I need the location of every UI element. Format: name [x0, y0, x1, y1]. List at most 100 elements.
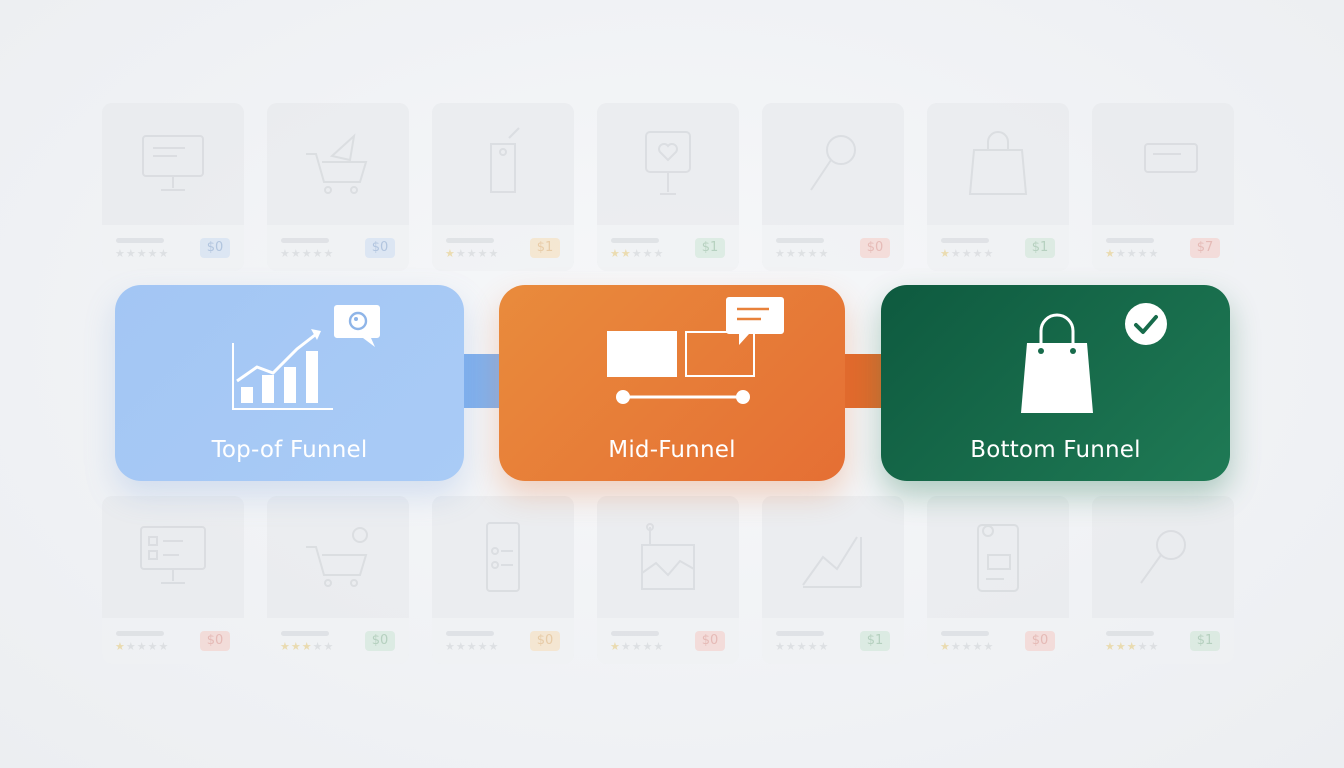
product-card: ★★★★★$0 — [267, 496, 409, 664]
dashboard-icon — [140, 526, 206, 584]
star-icon: ★ — [631, 640, 643, 653]
star-icon: ★ — [1105, 640, 1116, 653]
star-icon: ★ — [807, 640, 819, 653]
price-badge: $1 — [530, 238, 560, 258]
star-icon: ★ — [280, 640, 291, 653]
growth-chart-icon — [232, 329, 333, 410]
title-placeholder — [116, 238, 164, 243]
title-placeholder — [611, 631, 659, 636]
star-icon: ★ — [610, 640, 621, 653]
star-icon: ★ — [466, 640, 478, 653]
star-icon: ★ — [290, 247, 302, 260]
star-icon: ★ — [983, 247, 995, 260]
title-placeholder — [941, 238, 989, 243]
product-meta: ★★★★★$0 — [597, 618, 739, 664]
star-icon: ★ — [312, 640, 324, 653]
product-card: ★★★★★$7 — [1092, 103, 1234, 271]
product-thumbnail — [102, 103, 244, 225]
product-meta: ★★★★★ $1 — [762, 618, 904, 664]
stage-label: Top-of Funnel — [211, 437, 368, 463]
title-placeholder — [1106, 631, 1154, 636]
title-placeholder — [446, 631, 494, 636]
star-icon: ★ — [1148, 247, 1160, 260]
star-icon: ★ — [445, 247, 456, 260]
heart-sign-icon — [645, 131, 691, 195]
price-badge: $1 — [695, 238, 725, 258]
star-icon: ★ — [115, 247, 126, 260]
price-badge: $0 — [1025, 631, 1055, 651]
rating-stars: ★★★★★ — [775, 640, 829, 653]
star-icon: ★ — [785, 247, 797, 260]
line-trend-icon — [802, 536, 862, 588]
magnifier-icon — [810, 135, 856, 191]
rating-stars: ★★★★★ — [280, 247, 334, 260]
star-icon: ★ — [950, 640, 962, 653]
product-thumbnail — [432, 496, 574, 618]
title-placeholder — [446, 238, 494, 243]
eye-chat-bubble-icon — [334, 305, 380, 347]
star-icon: ★ — [1115, 247, 1127, 260]
star-icon: ★ — [983, 640, 995, 653]
rating-stars: ★★★★★ — [1105, 640, 1159, 653]
star-icon: ★ — [620, 247, 632, 260]
star-icon: ★ — [466, 247, 478, 260]
chart-area-icon — [641, 523, 695, 590]
product-card: ★★★★★$0 — [432, 496, 574, 664]
star-icon: ★ — [1126, 247, 1138, 260]
product-thumbnail — [762, 103, 904, 225]
price-badge: $1 — [860, 631, 890, 651]
star-icon: ★ — [1126, 640, 1138, 653]
product-thumbnail — [267, 496, 409, 618]
star-icon: ★ — [290, 640, 302, 653]
star-icon: ★ — [158, 247, 170, 260]
star-icon: ★ — [620, 640, 632, 653]
chat-window-icon — [1144, 143, 1198, 173]
star-icon: ★ — [115, 640, 126, 653]
star-icon: ★ — [950, 247, 962, 260]
product-card: ★★★★★$0 — [762, 103, 904, 271]
star-icon: ★ — [158, 640, 170, 653]
tag-icon — [490, 127, 520, 193]
star-icon: ★ — [136, 640, 148, 653]
price-badge: $1 — [1025, 238, 1055, 258]
star-icon: ★ — [136, 247, 148, 260]
star-icon: ★ — [796, 247, 808, 260]
star-icon: ★ — [796, 640, 808, 653]
product-meta: ★★★★★$0 — [432, 618, 574, 664]
star-icon: ★ — [972, 247, 984, 260]
product-meta: ★★★★★$0 — [927, 618, 1069, 664]
star-icon: ★ — [972, 640, 984, 653]
star-icon: ★ — [301, 640, 313, 653]
product-card: ★★★★★ $1 — [762, 496, 904, 664]
product-meta: ★★★★★$7 — [1092, 225, 1234, 271]
background-card-row-2: ★★★★★$0★★★★★$0★★★★★$0★★★★★$0★★★★★$1★★★★★… — [102, 496, 1234, 664]
stage-mid-funnel: Mid-Funnel — [499, 285, 845, 481]
stage-label: Mid-Funnel — [608, 437, 736, 463]
star-icon: ★ — [477, 247, 489, 260]
star-icon: ★ — [940, 640, 951, 653]
price-badge: $0 — [200, 631, 230, 651]
product-meta: ★★★★★$0 — [267, 618, 409, 664]
product-card: ★★★★★$1 — [432, 103, 574, 271]
product-card: ★★★★★$0 — [102, 496, 244, 664]
title-placeholder — [776, 631, 824, 636]
star-icon: ★ — [775, 640, 786, 653]
star-icon: ★ — [1148, 640, 1160, 653]
star-icon: ★ — [125, 640, 137, 653]
product-card: ★★★★★$1 — [1092, 496, 1234, 664]
rating-stars: ★★★★★ — [280, 640, 334, 653]
star-icon: ★ — [818, 640, 830, 653]
price-badge: $0 — [200, 238, 230, 258]
star-icon: ★ — [147, 640, 159, 653]
product-meta: ★★★★★$1 — [1092, 618, 1234, 664]
star-icon: ★ — [631, 247, 643, 260]
star-icon: ★ — [455, 247, 467, 260]
star-icon: ★ — [961, 640, 973, 653]
product-card: ★★★★★$0 — [267, 103, 409, 271]
star-icon: ★ — [323, 247, 335, 260]
product-meta: ★★★★★$1 — [432, 225, 574, 271]
product-thumbnail — [1092, 496, 1234, 618]
shopping-bag-icon — [1021, 313, 1093, 413]
stage-bottom-funnel: Bottom Funnel — [881, 285, 1230, 481]
rating-stars: ★★★★★ — [610, 247, 664, 260]
